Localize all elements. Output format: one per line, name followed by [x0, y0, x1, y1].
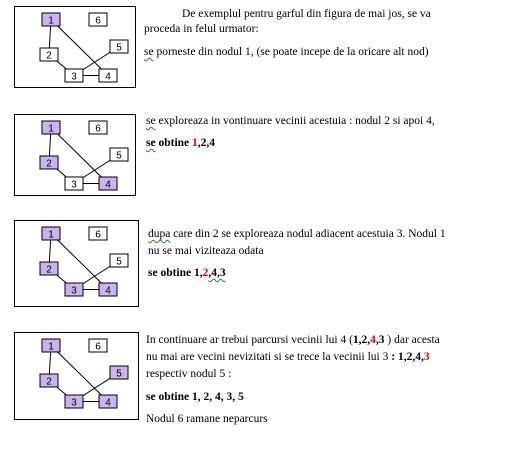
node-3	[64, 394, 84, 409]
section1-line3: se porneste din nodul 1, (se poate incep…	[144, 45, 429, 60]
node-4	[98, 394, 118, 409]
highlight-node: 4	[370, 334, 376, 346]
graph-diagram-3: 1 2 3 4 5 6	[14, 220, 139, 307]
node-6	[88, 226, 108, 241]
node-5	[109, 39, 129, 54]
section3-line2: nu se mai viziteaza odata	[148, 245, 264, 257]
node-label-5: 5	[116, 369, 122, 380]
node-2	[39, 261, 59, 276]
node-label-6: 6	[95, 124, 101, 135]
node-label-6: 6	[95, 342, 101, 353]
node-3	[64, 68, 84, 83]
node-label-2: 2	[46, 377, 52, 388]
node-label-2: 2	[46, 51, 52, 62]
node-4	[98, 282, 118, 297]
node-label-3: 3	[71, 398, 77, 409]
graph-diagram-4: 1 2 3 4 5 6	[14, 332, 139, 420]
section1-line1: De exemplul pentru garful din figura de …	[182, 8, 431, 20]
node-label-2: 2	[46, 265, 52, 276]
result-rest: ,4,3	[208, 267, 226, 279]
node-label-1: 1	[48, 124, 54, 135]
section2-result: se obtine 1,2,4	[146, 136, 215, 151]
node-label-3: 3	[71, 180, 77, 191]
graph-svg-3: 1 2 3 4 5 6	[39, 226, 129, 297]
node-label-2: 2	[46, 159, 52, 170]
section4-note: Nodul 6 ramane neparcurs	[146, 413, 268, 425]
graph-diagram-2: 1 2 3 4 5 6	[14, 114, 136, 196]
node-6	[88, 120, 108, 135]
sequence: : 1,2,4,	[391, 351, 424, 363]
node-5	[109, 253, 129, 268]
section4-line1-a: In continuare ar trebui parcursi vecinii…	[146, 334, 353, 346]
section3-result: se obtine 1,2,4,3	[148, 266, 226, 281]
node-label-1: 1	[48, 16, 54, 27]
node-1	[41, 12, 61, 27]
node-6	[88, 338, 108, 353]
section4-line3: respectiv nodul 5 :	[146, 368, 232, 380]
edge-1-4	[50, 345, 109, 402]
node-label-3: 3	[71, 286, 77, 297]
node-label-4: 4	[105, 180, 111, 191]
node-2	[39, 47, 59, 62]
section4-result: se obtine 1, 2, 4, 3, 5	[146, 391, 244, 403]
node-3	[64, 176, 84, 191]
section3-line1-rest: care din 2 se exploreaza nodul adiacent …	[170, 228, 446, 240]
graph-diagram-1: 1 2 3 4 5 6	[14, 6, 136, 88]
node-label-3: 3	[71, 72, 77, 83]
edge-1-4	[50, 127, 109, 184]
node-1	[41, 120, 61, 135]
spellcheck-word: dupa	[148, 228, 171, 240]
node-label-6: 6	[95, 16, 101, 27]
node-3	[64, 282, 84, 297]
node-2	[39, 373, 59, 388]
section2-line1-rest: exploreaza in vontinuare vecinii acestui…	[155, 115, 435, 127]
section2-line1: se exploreaza in vontinuare vecinii aces…	[146, 114, 435, 129]
node-4	[98, 176, 118, 191]
node-label-1: 1	[48, 342, 54, 353]
node-label-4: 4	[105, 286, 111, 297]
node-label-4: 4	[105, 398, 111, 409]
edge-1-4	[50, 19, 109, 76]
result-label: se obtine 1,	[148, 267, 203, 279]
node-label-1: 1	[48, 230, 54, 241]
highlight-node: 3	[423, 351, 430, 363]
result-rest: ,2,4	[197, 137, 216, 149]
node-label-5: 5	[116, 151, 122, 162]
section1-line2: proceda in felul urmator:	[144, 23, 259, 35]
section3-line1: dupa care din 2 se exploreaza nodul adia…	[148, 227, 446, 242]
section1-line3-rest: porneste din nodul 1, (se poate incepe d…	[153, 46, 429, 58]
graph-svg-2: 1 2 3 4 5 6	[39, 120, 129, 191]
node-1	[41, 338, 61, 353]
section4-line1: In continuare ar trebui parcursi vecinii…	[146, 333, 440, 348]
edge-1-4	[50, 233, 109, 290]
node-label-5: 5	[116, 43, 122, 54]
node-2	[39, 155, 59, 170]
highlight-node: 2	[202, 267, 209, 279]
node-1	[41, 226, 61, 241]
section4-line2-a: nu mai are vecini nevizitati si se trece…	[146, 351, 392, 363]
node-label-4: 4	[105, 72, 111, 83]
section4-line2: nu mai are vecini nevizitati si se trece…	[146, 350, 430, 365]
sequence-a: 1,2,	[352, 334, 371, 346]
node-6	[88, 12, 108, 27]
node-5	[109, 147, 129, 162]
spellcheck-word: se	[146, 115, 156, 127]
node-label-5: 5	[116, 257, 122, 268]
graph-svg-4: 1 2 3 4 5 6	[39, 338, 129, 409]
spellcheck-word: se	[146, 137, 156, 149]
sequence-b: ,3	[375, 334, 385, 346]
result-label: obtine	[155, 137, 193, 149]
spellcheck-word: se	[144, 46, 154, 58]
node-5	[109, 365, 129, 380]
highlight-node: 1	[192, 137, 198, 149]
graph-svg-1: 1 2 3 4 5 6	[39, 12, 129, 83]
node-label-6: 6	[95, 230, 101, 241]
node-4	[98, 68, 118, 83]
section4-line1-d: ) dar acesta	[384, 334, 440, 346]
